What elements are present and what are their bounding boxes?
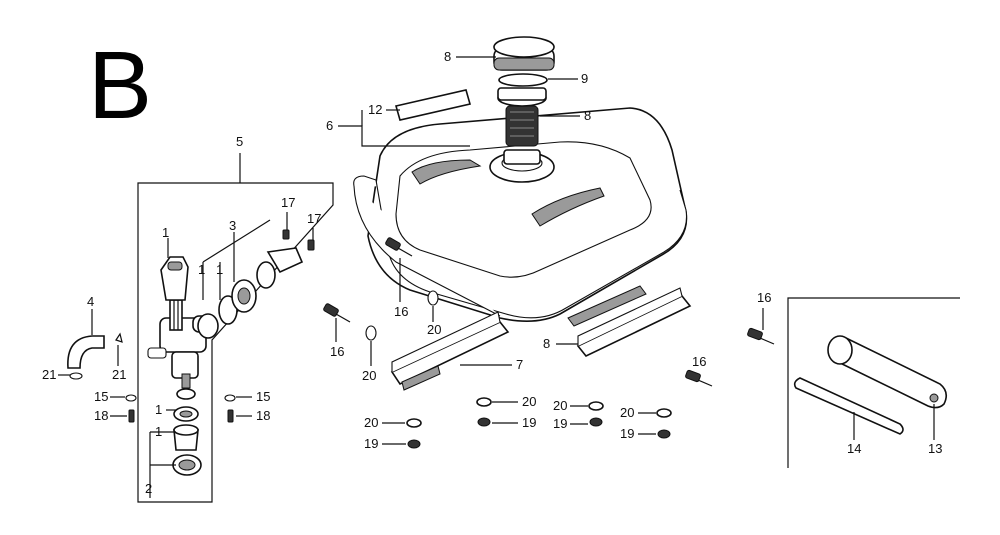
section-letter: B	[88, 32, 152, 139]
callout-20f: 20	[620, 405, 634, 420]
sediment-cup-parts	[125, 388, 236, 476]
callout-17b: 17	[307, 211, 321, 226]
tank-band-left	[390, 311, 510, 391]
fuel-filter-screen	[160, 256, 189, 301]
callout-15b: 15	[256, 389, 270, 404]
leader-brackets-valve	[149, 219, 271, 498]
callout-20b: 20	[362, 368, 376, 383]
callout-16b: 16	[330, 344, 344, 359]
callout-19a: 19	[364, 436, 378, 451]
callout-20c: 20	[364, 415, 378, 430]
callout-10: 8	[584, 108, 591, 123]
wrench-handle-bar	[793, 377, 904, 435]
callout-16a: 16	[394, 304, 408, 319]
valve-seals	[197, 247, 304, 339]
callout-1e: 1	[155, 424, 162, 439]
callout-1b: 1	[198, 262, 205, 277]
callout-9: 8	[444, 49, 451, 64]
callout-16c: 16	[692, 354, 706, 369]
screws-17	[282, 229, 315, 251]
callout-18a: 18	[94, 408, 108, 423]
callout-20a: 20	[427, 322, 441, 337]
callout-labels: 8 9 8 12 6 5 17 17 3 1 1 1 4 21 21	[42, 49, 942, 496]
callout-12: 12	[368, 102, 382, 117]
caution-label	[394, 89, 472, 121]
callout-21a: 21	[42, 367, 56, 382]
fuel-tank	[353, 107, 688, 322]
washers-and-nuts	[365, 290, 672, 449]
callout-19b: 19	[522, 415, 536, 430]
callout-15a: 15	[94, 389, 108, 404]
bolts-16	[323, 237, 775, 387]
callout-3: 3	[229, 218, 236, 233]
callout-19d: 19	[620, 426, 634, 441]
callout-16d: 16	[757, 290, 771, 305]
callout-14: 14	[847, 441, 861, 456]
tank-band-right	[567, 285, 692, 357]
callout-5: 5	[236, 134, 243, 149]
fuel-valve	[147, 299, 212, 389]
callout-19c: 19	[553, 416, 567, 431]
callout-4: 4	[87, 294, 94, 309]
callout-1d: 1	[155, 402, 162, 417]
callout-11: 9	[581, 71, 588, 86]
callout-2: 2	[145, 481, 152, 496]
callout-1a: 1	[162, 225, 169, 240]
fuel-strainer	[497, 87, 547, 147]
callout-8: 8	[543, 336, 550, 351]
box-wrench	[827, 335, 948, 409]
callout-17a: 17	[281, 195, 295, 210]
fuel-valve-group-outline	[137, 153, 334, 503]
fuel-line-hose	[67, 309, 123, 380]
callout-20d: 20	[522, 394, 536, 409]
fuel-tank-cap	[493, 36, 555, 87]
callout-1c: 1	[216, 262, 223, 277]
callout-13: 13	[928, 441, 942, 456]
callout-21b: 21	[112, 367, 126, 382]
callout-6: 6	[326, 118, 333, 133]
callout-20e: 20	[553, 398, 567, 413]
tool-set-outline	[787, 297, 960, 468]
callout-18b: 18	[256, 408, 270, 423]
callout-7: 7	[516, 357, 523, 372]
